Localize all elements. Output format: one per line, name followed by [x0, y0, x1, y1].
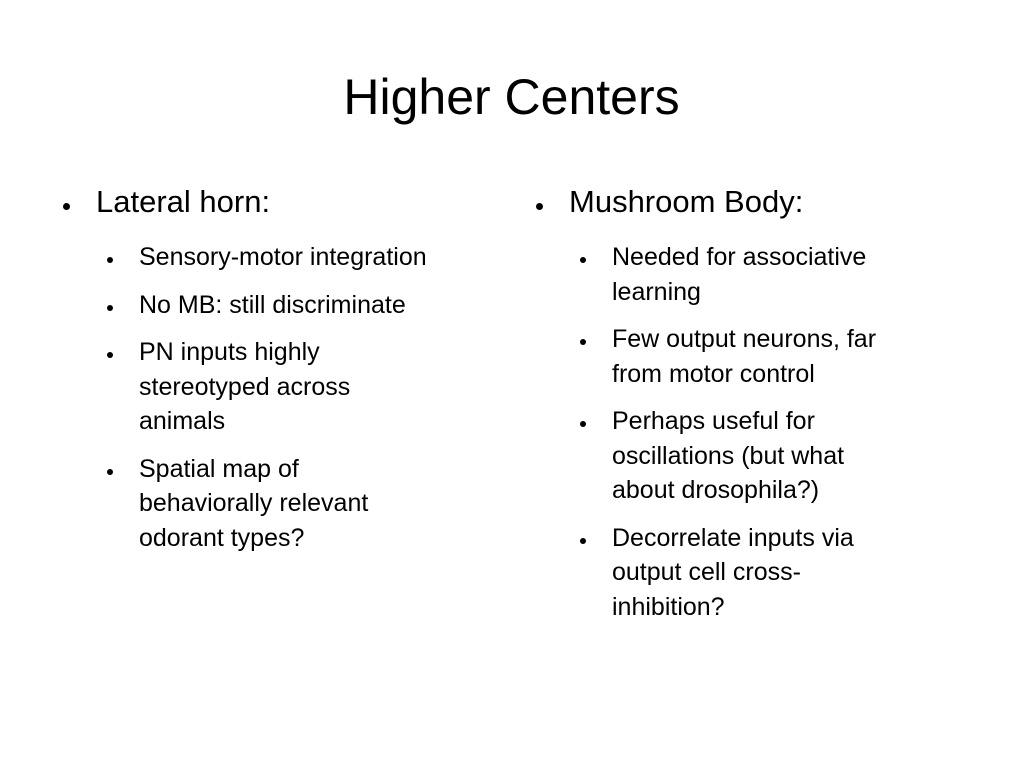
- bullet-dot-icon: [107, 352, 113, 358]
- right-column: Mushroom Body: Needed for associative le…: [533, 181, 973, 637]
- list-item: Few output neurons, far from motor contr…: [533, 322, 973, 391]
- bullet-dot-icon: [580, 257, 586, 263]
- bullet-dot-icon: [107, 304, 113, 311]
- bullet-dot-icon: [580, 339, 586, 345]
- list-item-text: No MB: still discriminate: [139, 290, 406, 319]
- list-item-text: PN inputs highly stereotyped across anim…: [139, 338, 351, 435]
- list-item: Needed for associative learning: [533, 240, 973, 309]
- left-column: Lateral horn: Sensory-motor integration …: [60, 181, 505, 568]
- bullet-dot-icon: [107, 468, 113, 475]
- slide-title: Higher Centers: [343, 69, 680, 125]
- list-item-text: Sensory-motor integration: [139, 243, 427, 271]
- list-item-text: Spatial map of behaviorally relevant odo…: [139, 454, 369, 552]
- list-item: PN inputs highly stereotyped across anim…: [60, 335, 505, 439]
- heading-text: Lateral horn:: [96, 184, 271, 219]
- list-item-text: Few output neurons, far from motor contr…: [612, 325, 877, 388]
- list-item: Sensory-motor integration: [60, 240, 505, 275]
- bullet-dot-icon: [536, 203, 543, 210]
- bullet-dot-icon: [107, 257, 113, 263]
- list-item: Decorrelate inputs via output cell cross…: [533, 521, 973, 625]
- list-item-text: Decorrelate inputs via output cell cross…: [612, 523, 854, 621]
- bullet-heading-lateral-horn: Lateral horn:: [60, 181, 505, 223]
- list-item: No MB: still discriminate: [60, 288, 505, 323]
- list-item-text: Perhaps useful for oscillations (but wha…: [612, 407, 845, 504]
- bullet-dot-icon: [580, 537, 586, 544]
- list-item-text: Needed for associative learning: [612, 243, 867, 306]
- heading-text: Mushroom Body:: [569, 184, 804, 219]
- list-item: Perhaps useful for oscillations (but wha…: [533, 404, 973, 508]
- list-item: Spatial map of behaviorally relevant odo…: [60, 452, 505, 556]
- bullet-dot-icon: [63, 203, 70, 210]
- bullet-heading-mushroom-body: Mushroom Body:: [533, 181, 973, 223]
- sub-bullet-list: Sensory-motor integration No MB: still d…: [60, 240, 505, 555]
- bullet-dot-icon: [580, 421, 586, 427]
- sub-bullet-list: Needed for associative learning Few outp…: [533, 240, 973, 624]
